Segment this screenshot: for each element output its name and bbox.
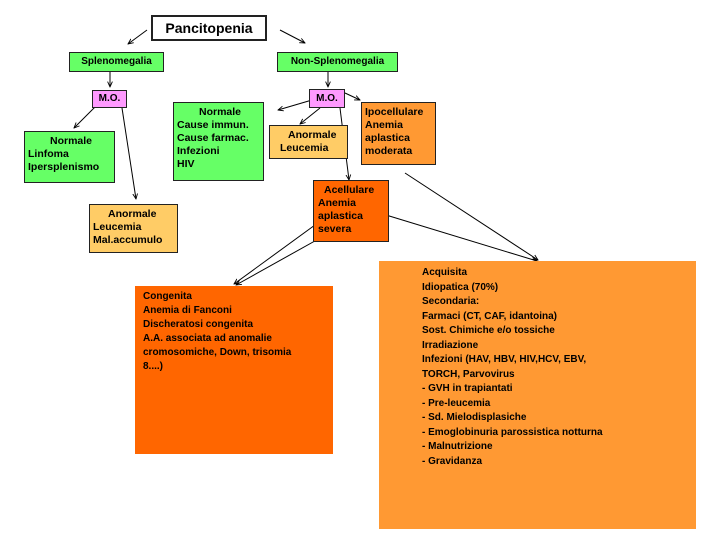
acquisita-item: Infezioni (HAV, HBV, HIV,HCV, EBV, — [422, 354, 587, 365]
acellulare-item: Anemia — [318, 197, 356, 209]
acquisita-item: - Malnutrizione — [422, 441, 493, 452]
acquisita-item: - GVH in trapiantati — [422, 383, 513, 394]
normale-item: HIV — [177, 158, 195, 170]
ipocellulare-item: moderata — [365, 145, 413, 157]
normale-item: Ipersplenismo — [28, 161, 100, 173]
arrow-mo-left-to-normale — [74, 106, 96, 128]
congenita-item: Discheratosi congenita — [143, 319, 254, 330]
acquisita-item: Sost. Chimiche e/o tossiche — [422, 325, 555, 336]
title-box: Pancitopenia — [151, 15, 267, 41]
anormale-item: Leucemia — [93, 221, 142, 233]
splenomegalia-label: Splenomegalia — [81, 56, 152, 67]
congenita-item: 8....) — [143, 361, 164, 372]
non-splenomegalia-box: Non-Splenomegalia — [277, 52, 398, 72]
arrow-mo-right-to-ipocellulare — [344, 92, 360, 100]
acellulare-item: severa — [318, 223, 352, 235]
mo-box-right: M.O. — [309, 89, 345, 108]
acquisita-item: TORCH, Parvovirus — [422, 368, 515, 380]
acellulare-item: aplastica — [318, 210, 363, 222]
anormale-item: Mal.accumulo — [93, 234, 163, 246]
normale-item: Linfoma — [28, 148, 69, 160]
acquisita-item: Idiopatica (70%) — [422, 281, 499, 293]
anormale-title: Anormale — [288, 129, 337, 141]
page-title: Pancitopenia — [165, 20, 253, 36]
arrow-acellulare-to-congenita-2 — [234, 224, 316, 284]
acquisita-item: Secondaria: — [422, 296, 480, 307]
non-splenomegalia-anormale-box: Anormale Leucemia — [269, 125, 348, 159]
acquisita-item: - Sd. Mielodisplasiche — [422, 412, 527, 423]
splenomegalia-box: Splenomegalia — [69, 52, 164, 72]
acquisita-item: Irradiazione — [422, 339, 479, 351]
ipocellulare-title: Ipocellulare — [365, 106, 424, 118]
congenita-box: Congenita Anemia di Fanconi Discheratosi… — [135, 286, 333, 454]
normale-item: Cause immun. — [177, 119, 249, 131]
acquisita-box: Acquisita Idiopatica (70%) Secondaria: F… — [379, 261, 696, 529]
anormale-title: Anormale — [108, 208, 157, 220]
ipocellulare-item: Anemia — [365, 119, 403, 131]
arrow-title-to-splenomegalia — [128, 29, 148, 44]
congenita-item: cromosomiche, Down, trisomia — [143, 347, 292, 358]
splenomegalia-normale-box: Normale Linfoma Ipersplenismo — [24, 131, 115, 183]
ipocellulare-box: Ipocellulare Anemia aplastica moderata — [361, 102, 436, 165]
acellulare-title: Acellulare — [324, 184, 375, 196]
arrow-acellulare-to-acquisita — [385, 214, 537, 261]
arrow-mo-right-to-normale — [278, 99, 313, 110]
non-splenomegalia-label: Non-Splenomegalia — [290, 56, 385, 67]
arrow-ipocellulare-to-acquisita — [404, 172, 538, 260]
non-splenomegalia-normale-box: Normale Cause immun. Cause farmac. Infez… — [173, 102, 264, 181]
congenita-item: A.A. associata ad anomalie — [143, 333, 272, 344]
mo-box-left: M.O. — [92, 90, 127, 108]
acquisita-item: - Pre-leucemia — [422, 397, 491, 409]
normale-title: Normale — [199, 106, 242, 118]
acquisita-title: Acquisita — [422, 267, 468, 278]
acquisita-item: - Emoglobinuria parossistica notturna — [422, 426, 603, 438]
congenita-item: Anemia di Fanconi — [143, 305, 232, 316]
arrow-mo-left-to-anormale — [121, 107, 136, 199]
normale-item: Infezioni — [177, 145, 220, 157]
arrow-acellulare-to-congenita-1 — [236, 236, 323, 285]
congenita-title: Congenita — [143, 291, 192, 302]
normale-item: Cause farmac. — [177, 132, 249, 144]
acquisita-item: Farmaci (CT, CAF, idantoina) — [422, 310, 558, 322]
anormale-item: Leucemia — [280, 142, 329, 154]
mo-label-right: M.O. — [316, 93, 338, 104]
arrow-mo-right-to-anormale — [300, 107, 321, 124]
mo-label-left: M.O. — [98, 93, 121, 104]
acquisita-item: - Gravidanza — [422, 455, 483, 467]
normale-title: Normale — [50, 135, 93, 147]
arrow-title-to-non-splenomegalia — [279, 29, 305, 43]
acellulare-box: Acellulare Anemia aplastica severa — [313, 180, 389, 242]
ipocellulare-item: aplastica — [365, 132, 410, 144]
splenomegalia-anormale-box: Anormale Leucemia Mal.accumulo — [89, 204, 178, 253]
